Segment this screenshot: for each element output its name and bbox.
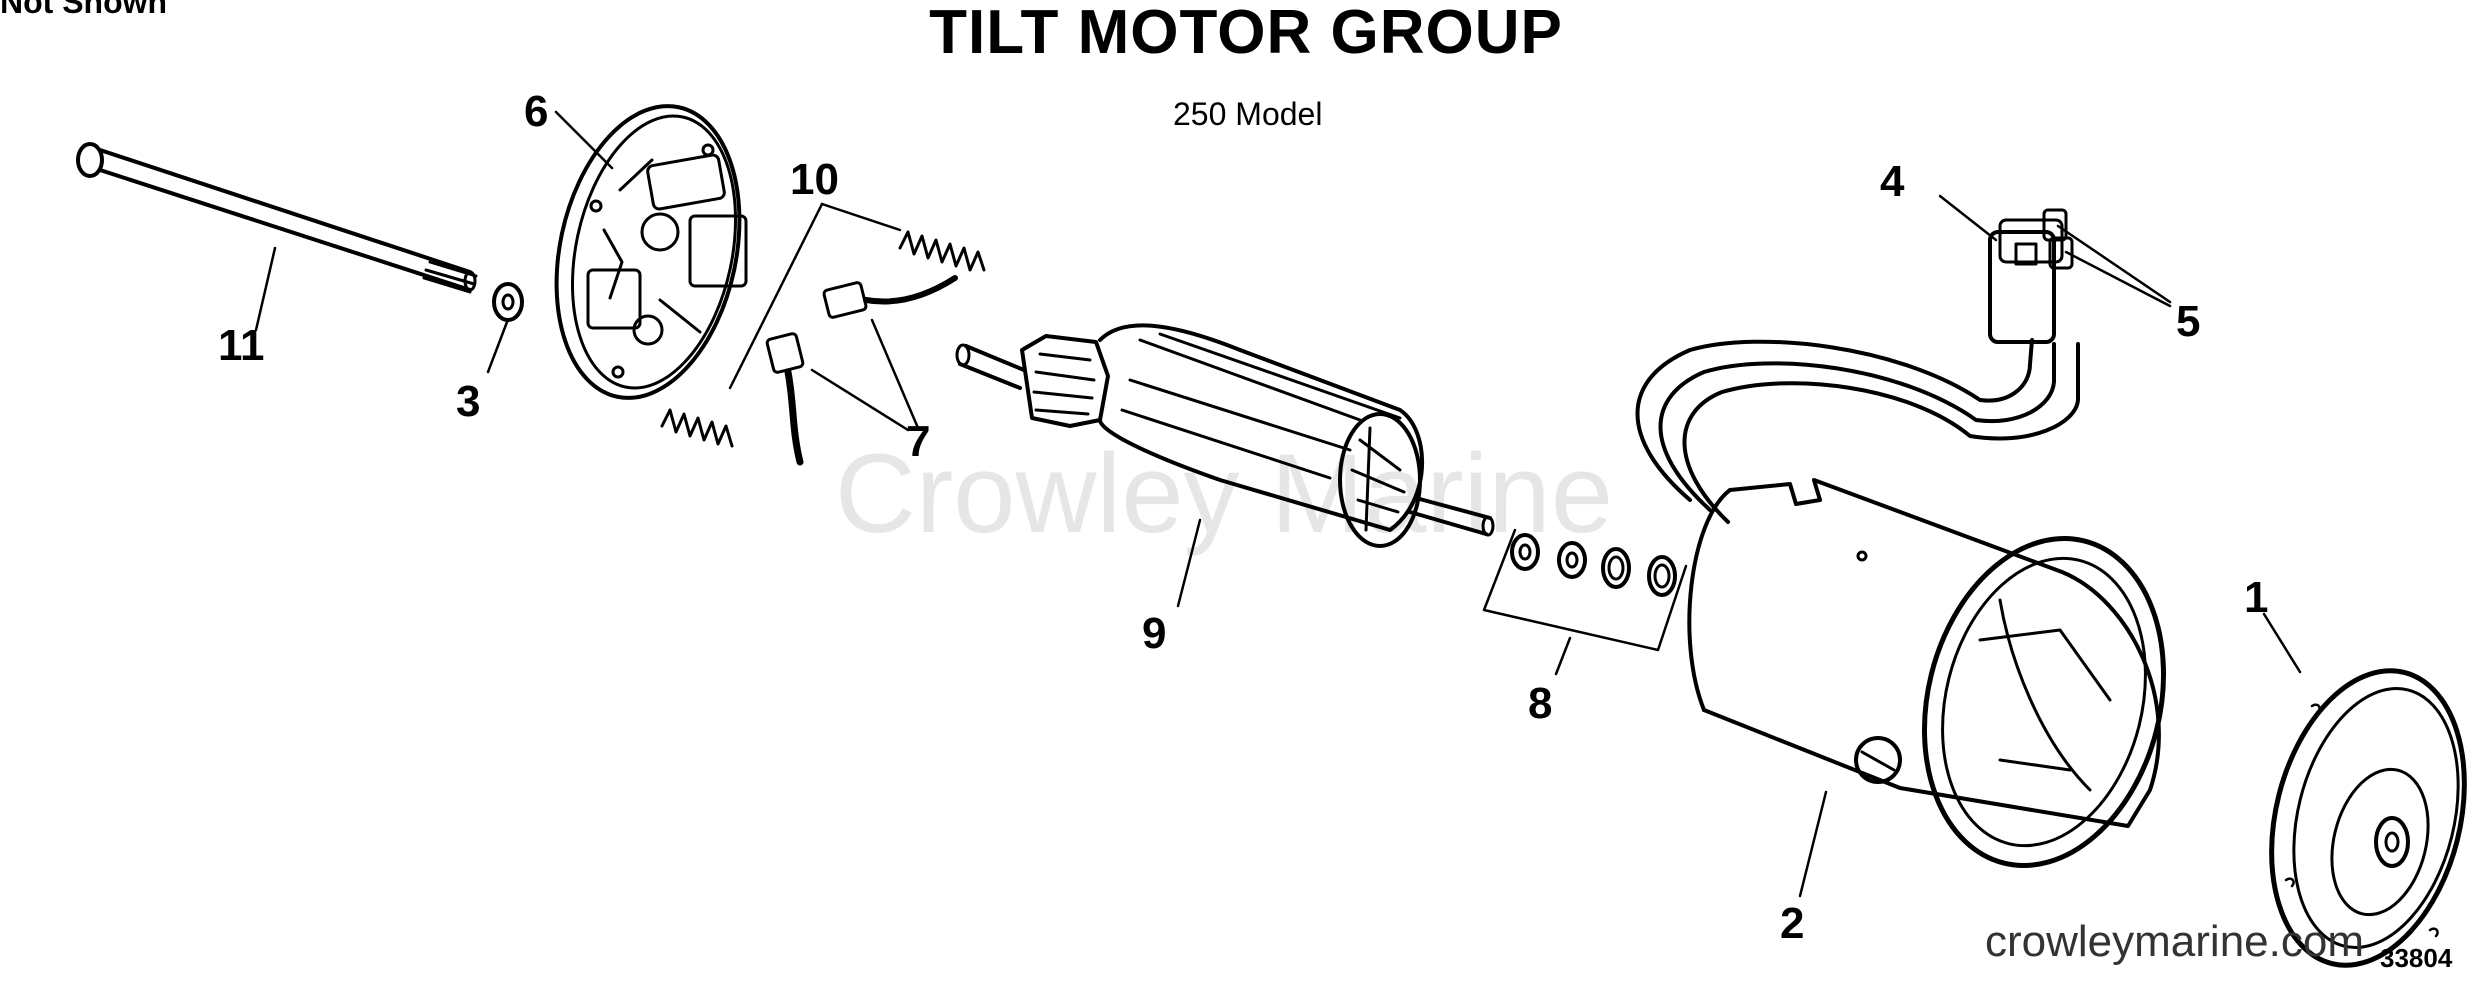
- callout-8: 8: [1528, 679, 1553, 728]
- diagram-subtitle: 250 Model: [1173, 96, 1323, 132]
- callout-2: 2: [1780, 899, 1805, 948]
- leader-line-10a: [820, 202, 902, 232]
- springs-part-10: [660, 230, 986, 448]
- washer-part-3: [492, 282, 524, 322]
- through-bolt-part-11: [76, 142, 478, 294]
- diagram-title: TILT MOTOR GROUP: [929, 0, 1563, 67]
- leader-line-1: [2262, 612, 2302, 674]
- leader-line-2: [1798, 790, 1828, 898]
- leader-line-5a: [2056, 224, 2172, 304]
- leader-line-7a: [870, 318, 920, 430]
- callout-7: 7: [906, 417, 931, 466]
- callout-3: 3: [456, 377, 481, 426]
- leader-line-7b: [810, 368, 910, 432]
- wiring-harness-part-4: [1635, 208, 2080, 524]
- callout-10: 10: [790, 155, 839, 204]
- leader-line-5b: [2064, 250, 2172, 308]
- website-url: crowleymarine.com: [1985, 917, 2364, 966]
- leader-line-6: [554, 110, 614, 170]
- leader-line-10b: [728, 202, 824, 390]
- motor-frame-part-2: [1687, 478, 2167, 868]
- brushes-part-7: [765, 275, 958, 466]
- brush-plate-part-6: [554, 104, 748, 400]
- bracket-8: [1482, 528, 1688, 652]
- leader-line-3: [486, 320, 509, 374]
- callout-6: 6: [524, 87, 549, 136]
- callout-5: 5: [2176, 297, 2201, 346]
- leader-line-4: [1938, 194, 1998, 242]
- figure-number: 33804: [2380, 943, 2453, 973]
- not-shown-note: Not Shown: [0, 0, 168, 20]
- callout-4: 4: [1880, 157, 1905, 206]
- callout-11: 11: [218, 321, 265, 370]
- leader-line-11: [254, 246, 277, 332]
- thrust-washers-part-8: [1510, 533, 1677, 597]
- leader-line-8: [1554, 636, 1572, 676]
- callout-9: 9: [1142, 609, 1167, 658]
- armature-part-9: [955, 323, 1495, 548]
- leader-line-9: [1176, 518, 1202, 608]
- callout-1: 1: [2244, 573, 2269, 622]
- end-cap-part-1: [2269, 668, 2467, 968]
